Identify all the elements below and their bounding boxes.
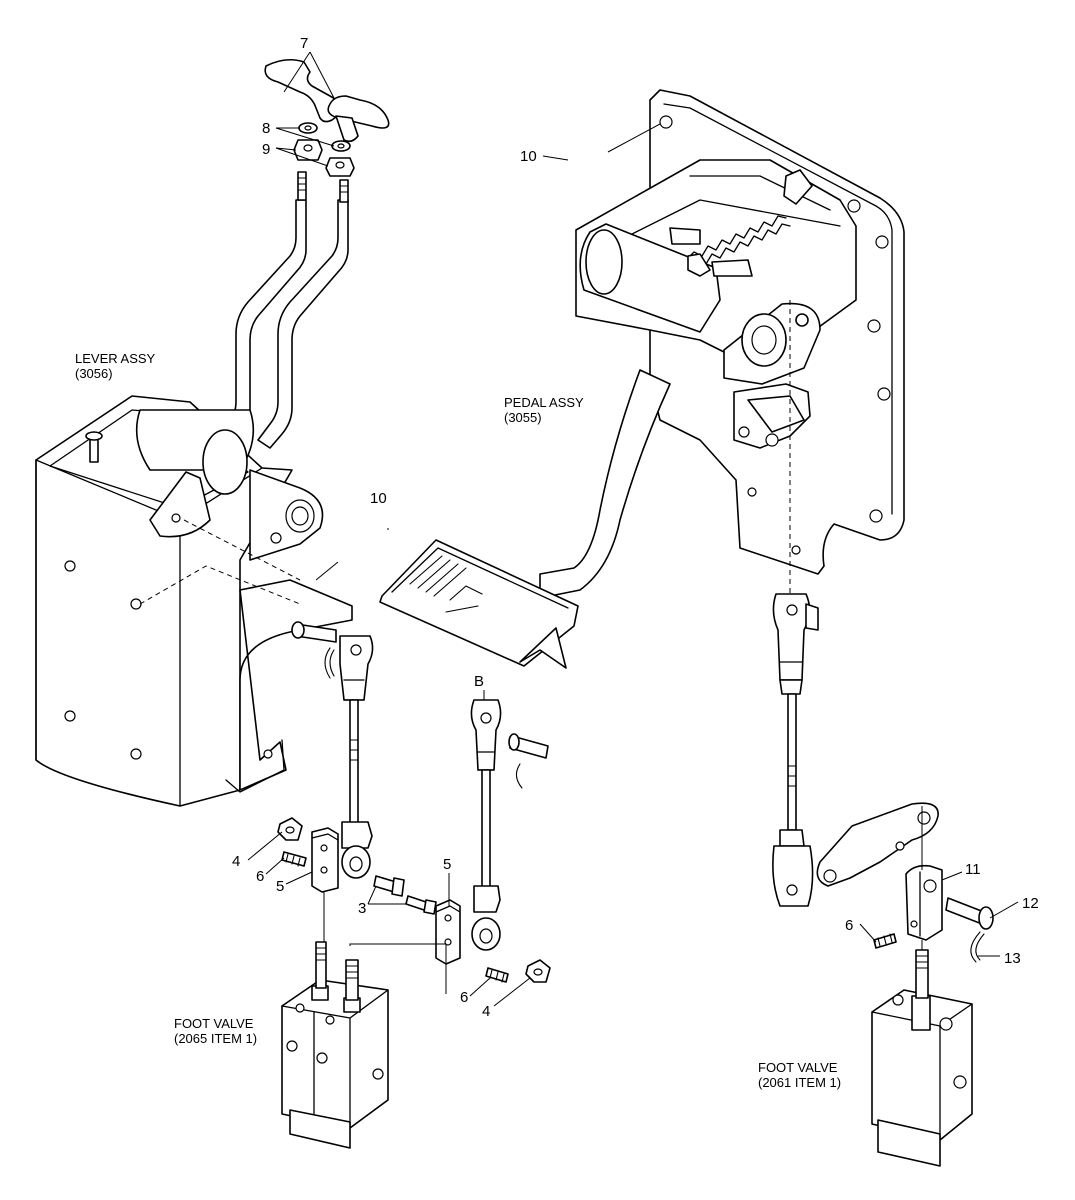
left-linkage [277,621,437,944]
callout-10-mid: 10 [370,490,387,507]
callout-6-left: 6 [256,868,264,885]
foot-valve-left [281,941,389,1149]
label-pedal-assy: PEDAL ASSY [504,395,584,410]
leader-lines [247,51,1019,1007]
label-foot-valve-left-ref: (2065 ITEM 1) [174,1031,257,1046]
label-foot-valve-left: FOOT VALVE [174,1016,254,1031]
label-foot-valve-right-ref: (2061 ITEM 1) [758,1075,841,1090]
return-spring [687,169,813,269]
callout-4-left: 4 [232,853,240,870]
label-lever-assy: LEVER ASSY [75,351,156,366]
callout-10-top: 10 [520,148,537,165]
callout-6-mid: 6 [460,989,468,1006]
callout-b: B [474,673,484,690]
callout-13: 13 [1004,950,1021,967]
foot-valve-right [871,949,973,1167]
assembly-labels: LEVER ASSY (3056) PEDAL ASSY (3055) FOOT… [75,351,841,1090]
label-lever-assy-ref: (3056) [75,366,113,381]
callout-numbers: 7 8 9 10 10 4 6 5 3 5 6 4 B 11 12 6 13 [232,35,1039,1020]
callout-5-mid: 5 [443,856,451,873]
callout-8: 8 [262,120,270,137]
lever-assembly [35,171,353,807]
callout-6-right: 6 [845,917,853,934]
callout-9: 9 [262,141,270,158]
callout-11: 11 [965,861,981,878]
callout-7: 7 [300,35,308,52]
callout-4-mid: 4 [482,1003,490,1020]
right-linkage [772,593,994,963]
pedal-assembly [379,89,905,669]
hex-nuts [293,139,355,177]
label-foot-valve-right: FOOT VALVE [758,1060,838,1075]
t-handle-knobs [264,58,390,143]
callout-5-left: 5 [276,878,284,895]
middle-linkage [349,699,551,994]
label-pedal-assy-ref: (3055) [504,410,542,425]
callout-12: 12 [1022,895,1039,912]
washers [298,122,351,152]
callout-3: 3 [358,900,366,917]
